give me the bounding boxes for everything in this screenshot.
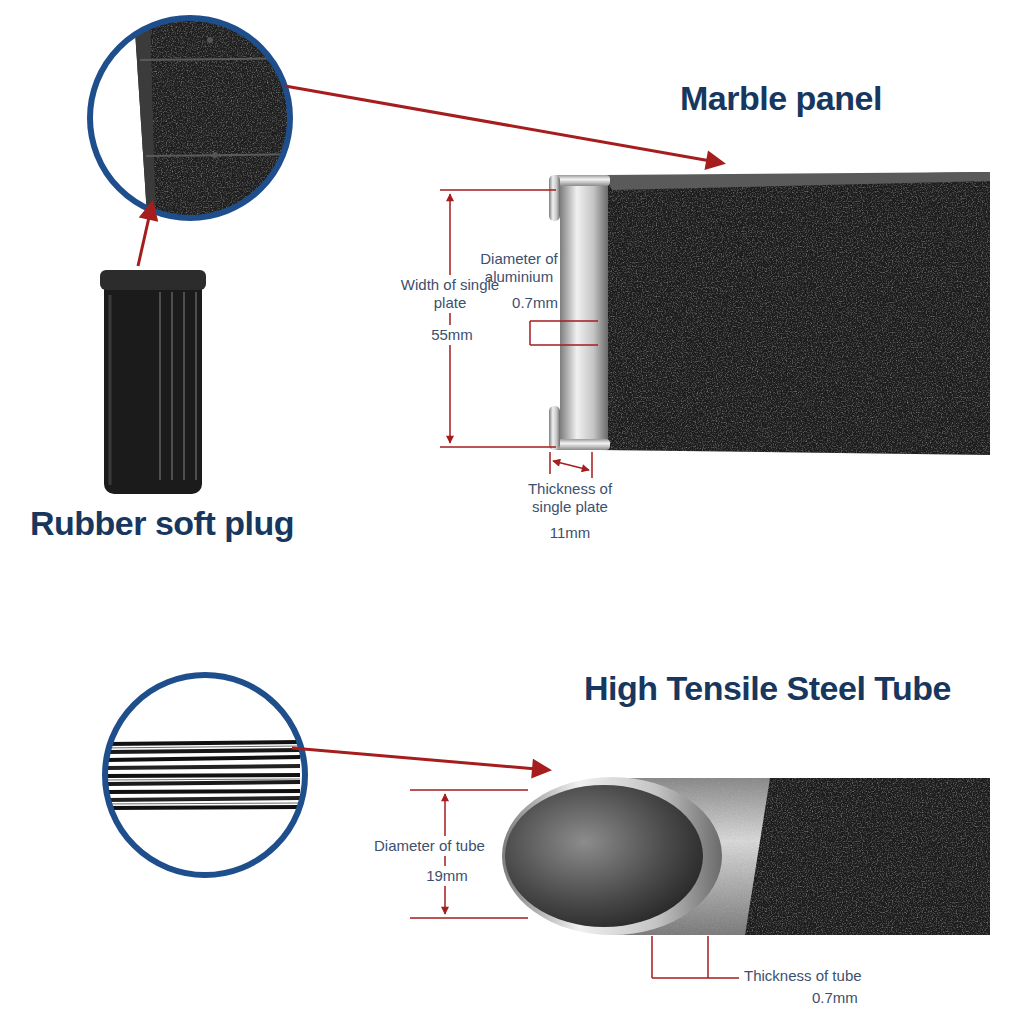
callout-circle	[105, 675, 305, 875]
panel-hole	[207, 37, 213, 43]
tube-bundle	[100, 742, 300, 744]
leader-line	[707, 936, 709, 978]
callout-arrow	[292, 748, 548, 770]
panel-edge	[134, 15, 156, 230]
tube-highlight	[100, 746, 300, 748]
callout-arrow	[138, 204, 152, 266]
plug-rib	[183, 292, 185, 480]
callout-arrow	[285, 86, 722, 163]
tube-highlight	[100, 779, 300, 780]
dimension-value: 55mm	[420, 325, 484, 345]
extension-line	[440, 446, 556, 448]
tube-wall	[502, 777, 722, 935]
dimension-label: Thickness of tube	[744, 967, 862, 985]
tube-bundle	[100, 750, 300, 752]
plug-cap	[100, 270, 206, 290]
extension-line	[440, 189, 556, 191]
dimension-label: Diameter of aluminium	[470, 250, 568, 286]
tube-bundle	[100, 798, 300, 800]
panel-texture	[600, 172, 990, 455]
panel-hole	[212, 152, 218, 158]
section-title: Marble panel	[680, 78, 882, 119]
leader-line	[530, 344, 598, 346]
tube-bundle	[100, 807, 300, 808]
panel-groove	[146, 154, 320, 156]
dimension-label: Thickness of single plate	[520, 480, 620, 516]
plug-highlight	[109, 295, 112, 485]
extension-line	[410, 789, 528, 791]
dimension-value: 0.7mm	[812, 989, 858, 1007]
leader-line	[652, 977, 739, 979]
leader-line	[651, 936, 653, 978]
plug-rib	[159, 292, 161, 480]
plug-rib	[171, 292, 173, 480]
panel-top-face	[605, 172, 990, 190]
extension-line	[549, 452, 551, 474]
dimension-line	[553, 461, 589, 470]
tube-bundle	[100, 782, 300, 784]
plug-rib	[195, 292, 197, 480]
aluminium-flange	[552, 439, 610, 450]
extension-line	[591, 452, 593, 478]
rubber-plug	[104, 272, 202, 494]
panel-groove	[140, 58, 320, 60]
part-title: Rubber soft plug	[30, 503, 294, 544]
tube-bore	[505, 785, 703, 927]
extension-line	[410, 917, 528, 919]
dimension-value: 0.7mm	[505, 294, 565, 312]
tube-bundle	[100, 791, 300, 792]
aluminium-lip	[549, 406, 560, 450]
callout-ground	[100, 670, 310, 880]
dimension-label: Diameter of tube	[372, 836, 487, 856]
aluminium-flange	[552, 175, 610, 186]
section-title: High Tensile Steel Tube	[584, 668, 951, 709]
dimension-value: 11mm	[540, 524, 600, 542]
aluminium-profile	[560, 182, 608, 444]
dimension-value: 19mm	[420, 866, 474, 886]
tube-bundle	[100, 757, 300, 760]
dimension-line	[449, 194, 451, 443]
tube-bundle	[100, 766, 300, 768]
tube-bundle	[100, 775, 300, 776]
marble-panel	[600, 172, 990, 455]
leader-line	[529, 321, 531, 345]
callout-circle	[90, 18, 290, 218]
tube-highlight	[100, 803, 300, 804]
aluminium-lip	[549, 175, 560, 221]
leader-line	[530, 320, 598, 322]
